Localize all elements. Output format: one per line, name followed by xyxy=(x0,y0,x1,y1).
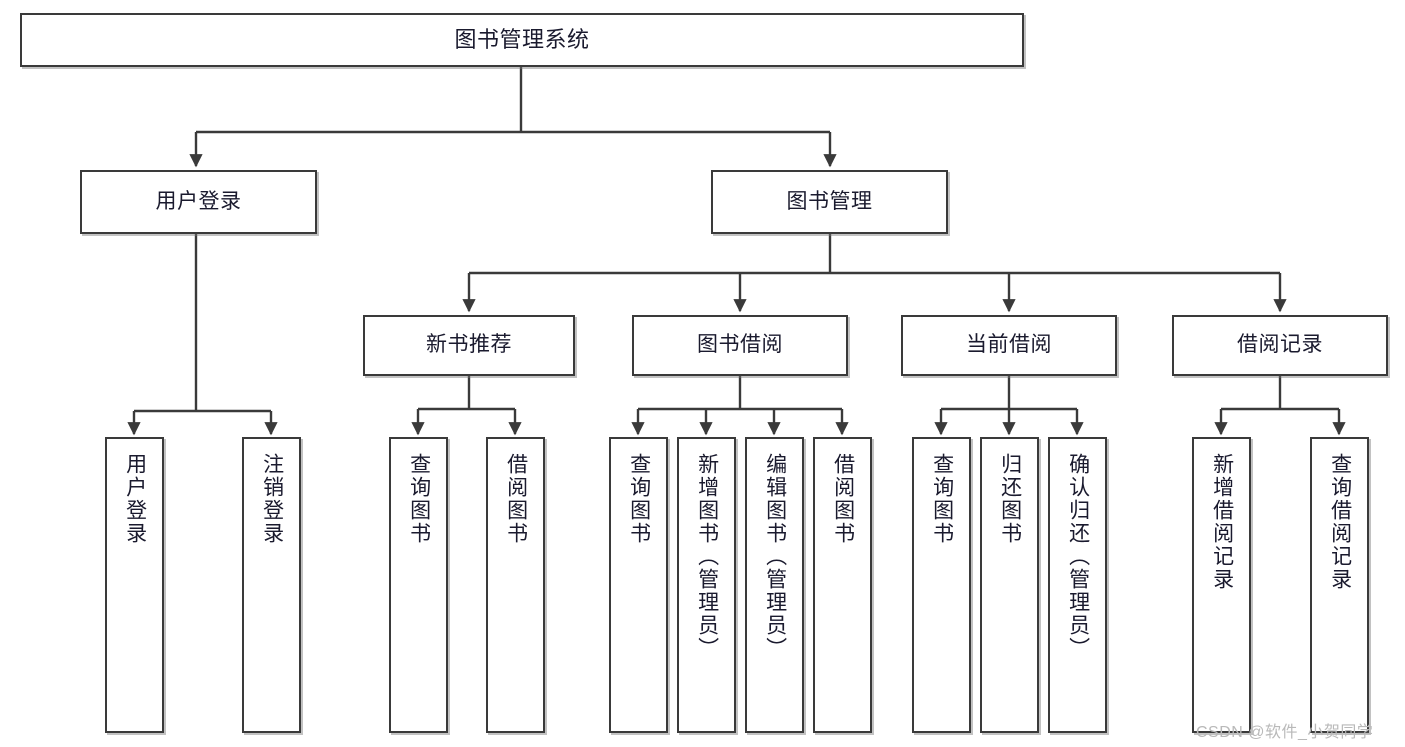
node-label: 用户登录 xyxy=(123,453,147,545)
leaf-current-borrow-confirm-return-admin[interactable]: 确认归还（管理员） xyxy=(1048,437,1107,733)
node-book-management[interactable]: 图书管理 xyxy=(711,170,948,234)
leaf-book-borrow-add-book-admin[interactable]: 新增图书（管理员） xyxy=(677,437,736,733)
node-label: 借阅记录 xyxy=(1237,333,1323,357)
leaf-borrow-record-add-record[interactable]: 新增借阅记录 xyxy=(1192,437,1251,733)
node-new-book-recommend[interactable]: 新书推荐 xyxy=(363,315,575,376)
leaf-borrow-record-query-record[interactable]: 查询借阅记录 xyxy=(1310,437,1369,733)
node-borrow-record[interactable]: 借阅记录 xyxy=(1172,315,1388,376)
node-user-login[interactable]: 用户登录 xyxy=(80,170,317,234)
node-label: 查询图书 xyxy=(627,453,651,545)
node-label: 图书借阅 xyxy=(697,333,783,357)
watermark-text: CSDN @软件_小贺同学 xyxy=(1196,724,1374,741)
leaf-user-login-login[interactable]: 用户登录 xyxy=(105,437,164,733)
leaf-book-borrow-borrow-book[interactable]: 借阅图书 xyxy=(813,437,872,733)
node-label: 归还图书 xyxy=(998,453,1022,545)
node-label: 图书管理系统 xyxy=(454,27,590,53)
node-label: 借阅图书 xyxy=(504,453,528,545)
node-label: 注销登录 xyxy=(260,453,284,545)
node-label: 查询借阅记录 xyxy=(1328,453,1352,591)
node-label: 借阅图书 xyxy=(831,453,855,545)
node-label: 新增图书（管理员） xyxy=(695,453,719,660)
node-label: 新增借阅记录 xyxy=(1210,453,1234,591)
node-label: 查询图书 xyxy=(407,453,431,545)
leaf-current-borrow-return-book[interactable]: 归还图书 xyxy=(980,437,1039,733)
leaf-book-borrow-edit-book-admin[interactable]: 编辑图书（管理员） xyxy=(745,437,804,733)
leaf-book-borrow-query-book[interactable]: 查询图书 xyxy=(609,437,668,733)
node-label: 确认归还（管理员） xyxy=(1066,453,1090,660)
node-current-borrow[interactable]: 当前借阅 xyxy=(901,315,1117,376)
node-book-borrow[interactable]: 图书借阅 xyxy=(632,315,848,376)
node-label: 编辑图书（管理员） xyxy=(763,453,787,660)
node-label: 新书推荐 xyxy=(426,333,512,357)
node-label: 图书管理 xyxy=(786,189,873,213)
leaf-new-book-query-book[interactable]: 查询图书 xyxy=(389,437,448,733)
leaf-new-book-borrow-book[interactable]: 借阅图书 xyxy=(486,437,545,733)
node-label: 当前借阅 xyxy=(966,333,1052,357)
leaf-current-borrow-query-book[interactable]: 查询图书 xyxy=(912,437,971,733)
node-label: 查询图书 xyxy=(930,453,954,545)
node-root-book-management-system[interactable]: 图书管理系统 xyxy=(20,13,1024,67)
leaf-user-login-logout[interactable]: 注销登录 xyxy=(242,437,301,733)
node-label: 用户登录 xyxy=(155,189,242,213)
